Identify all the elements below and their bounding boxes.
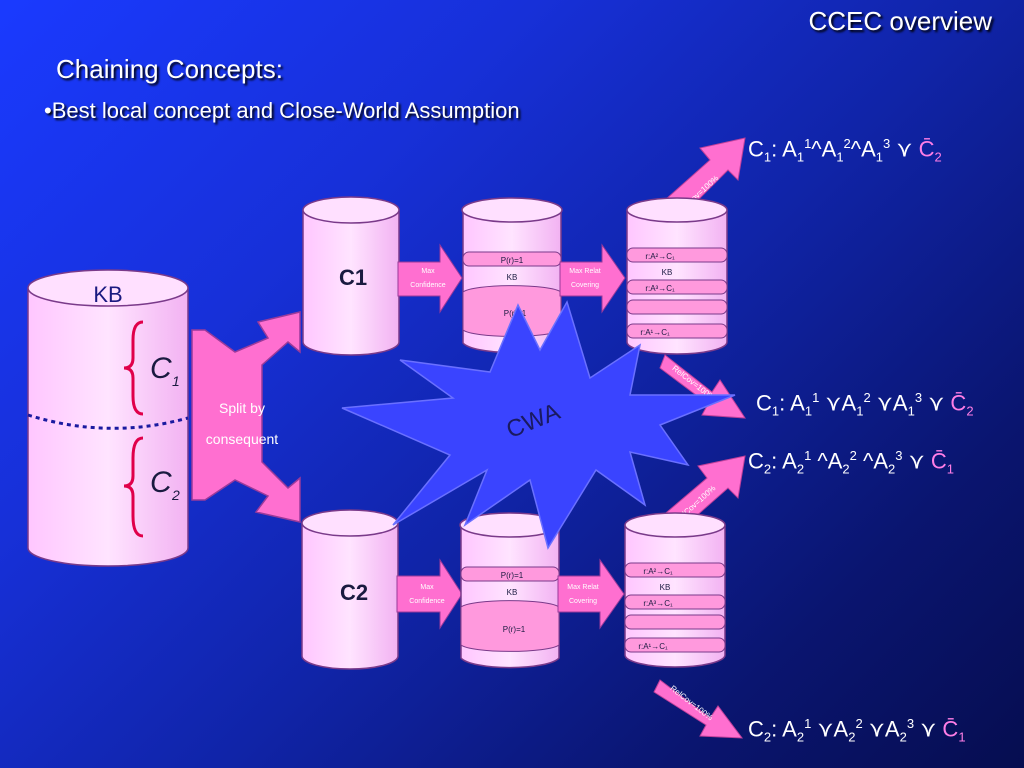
slide-subtitle: Chaining Concepts: (56, 54, 283, 84)
class-c1-sub: 1 (172, 373, 180, 389)
max-confidence-arrow-bottom: Max Confidence (396, 558, 463, 630)
rule-label: r:A²→C₁ (645, 252, 675, 261)
slide-title: CCEC overview (808, 6, 993, 36)
c1-label: C1 (339, 265, 367, 290)
rule-label: r:A³→C₁ (645, 284, 675, 293)
formula-c1-conjunction: C1: A11^A12^A13 ⋎ C̄2 (748, 136, 942, 165)
pr-cylinder-bottom: P(r)=1 KB P(r)=1 (459, 512, 561, 669)
kb-mid-label: KB (507, 273, 518, 282)
max-conf-label: Confidence (409, 598, 445, 605)
bullet-text: •Best local concept and Close-World Assu… (44, 98, 520, 123)
formula-c1-disjunction: C1: A11 ⋎A12 ⋎A13 ⋎ C̄2 (756, 390, 974, 419)
max-conf-label: Confidence (410, 282, 446, 289)
max-relat-arrow-bottom: Max Relat Covering (557, 558, 625, 630)
pr-label: P(r)=1 (503, 625, 526, 634)
cwa-starburst: CWA (341, 300, 736, 550)
max-relat-label: Covering (571, 282, 599, 289)
rule-label: r:A³→C₁ (643, 599, 673, 608)
c1-cylinder: C1 (302, 196, 400, 356)
rule-label: r:A¹→C₁ (640, 328, 670, 337)
split-arrow: Split by consequent (191, 311, 301, 523)
max-conf-label: Max (420, 584, 434, 591)
rule-label: r:A¹→C₁ (638, 642, 668, 651)
pr-label: P(r)=1 (501, 571, 524, 580)
kb-mid-label: KB (507, 588, 518, 597)
split-label-1: Split by (219, 400, 265, 416)
c2-cylinder: C2 (301, 509, 399, 670)
max-relat-label: Max Relat (567, 584, 599, 591)
rule-cylinder-top: r:A²→C₁ KB r:A³→C₁ r:A¹→C₁ (626, 197, 728, 355)
c2-label: C2 (340, 580, 368, 605)
max-confidence-arrow-top: Max Confidence (397, 243, 463, 314)
max-relat-arrow-top: Max Relat Covering (559, 243, 626, 314)
class-c2-label: C (150, 466, 172, 499)
pr-cylinder-top: P(r)=1 KB P(r)=1 (461, 197, 563, 354)
formula-c2-disjunction: C2: A21 ⋎A22 ⋎A23 ⋎ C̄1 (748, 716, 966, 745)
kb-cylinder: KB C 1 C 2 (27, 269, 189, 567)
formula-c2-conjunction: C2: A21 ^A22 ^A23 ⋎ C̄1 (748, 448, 954, 477)
max-conf-label: Max (421, 268, 435, 275)
split-label-2: consequent (206, 431, 279, 447)
max-relat-label: Covering (569, 598, 597, 605)
class-c1-label: C (150, 352, 172, 385)
relcov-arrow-bottom-2: RelCov=100% (653, 679, 744, 739)
pr-label: P(r)=1 (501, 256, 524, 265)
rule-kb-label: KB (662, 268, 673, 277)
rule-kb-label: KB (660, 583, 671, 592)
max-relat-label: Max Relat (569, 268, 601, 275)
class-c2-sub: 2 (171, 487, 180, 503)
rule-label: r:A²→C₁ (643, 567, 673, 576)
rule-cylinder-bottom: r:A²→C₁ KB r:A³→C₁ r:A¹→C₁ (624, 512, 726, 668)
kb-label: KB (93, 282, 122, 307)
